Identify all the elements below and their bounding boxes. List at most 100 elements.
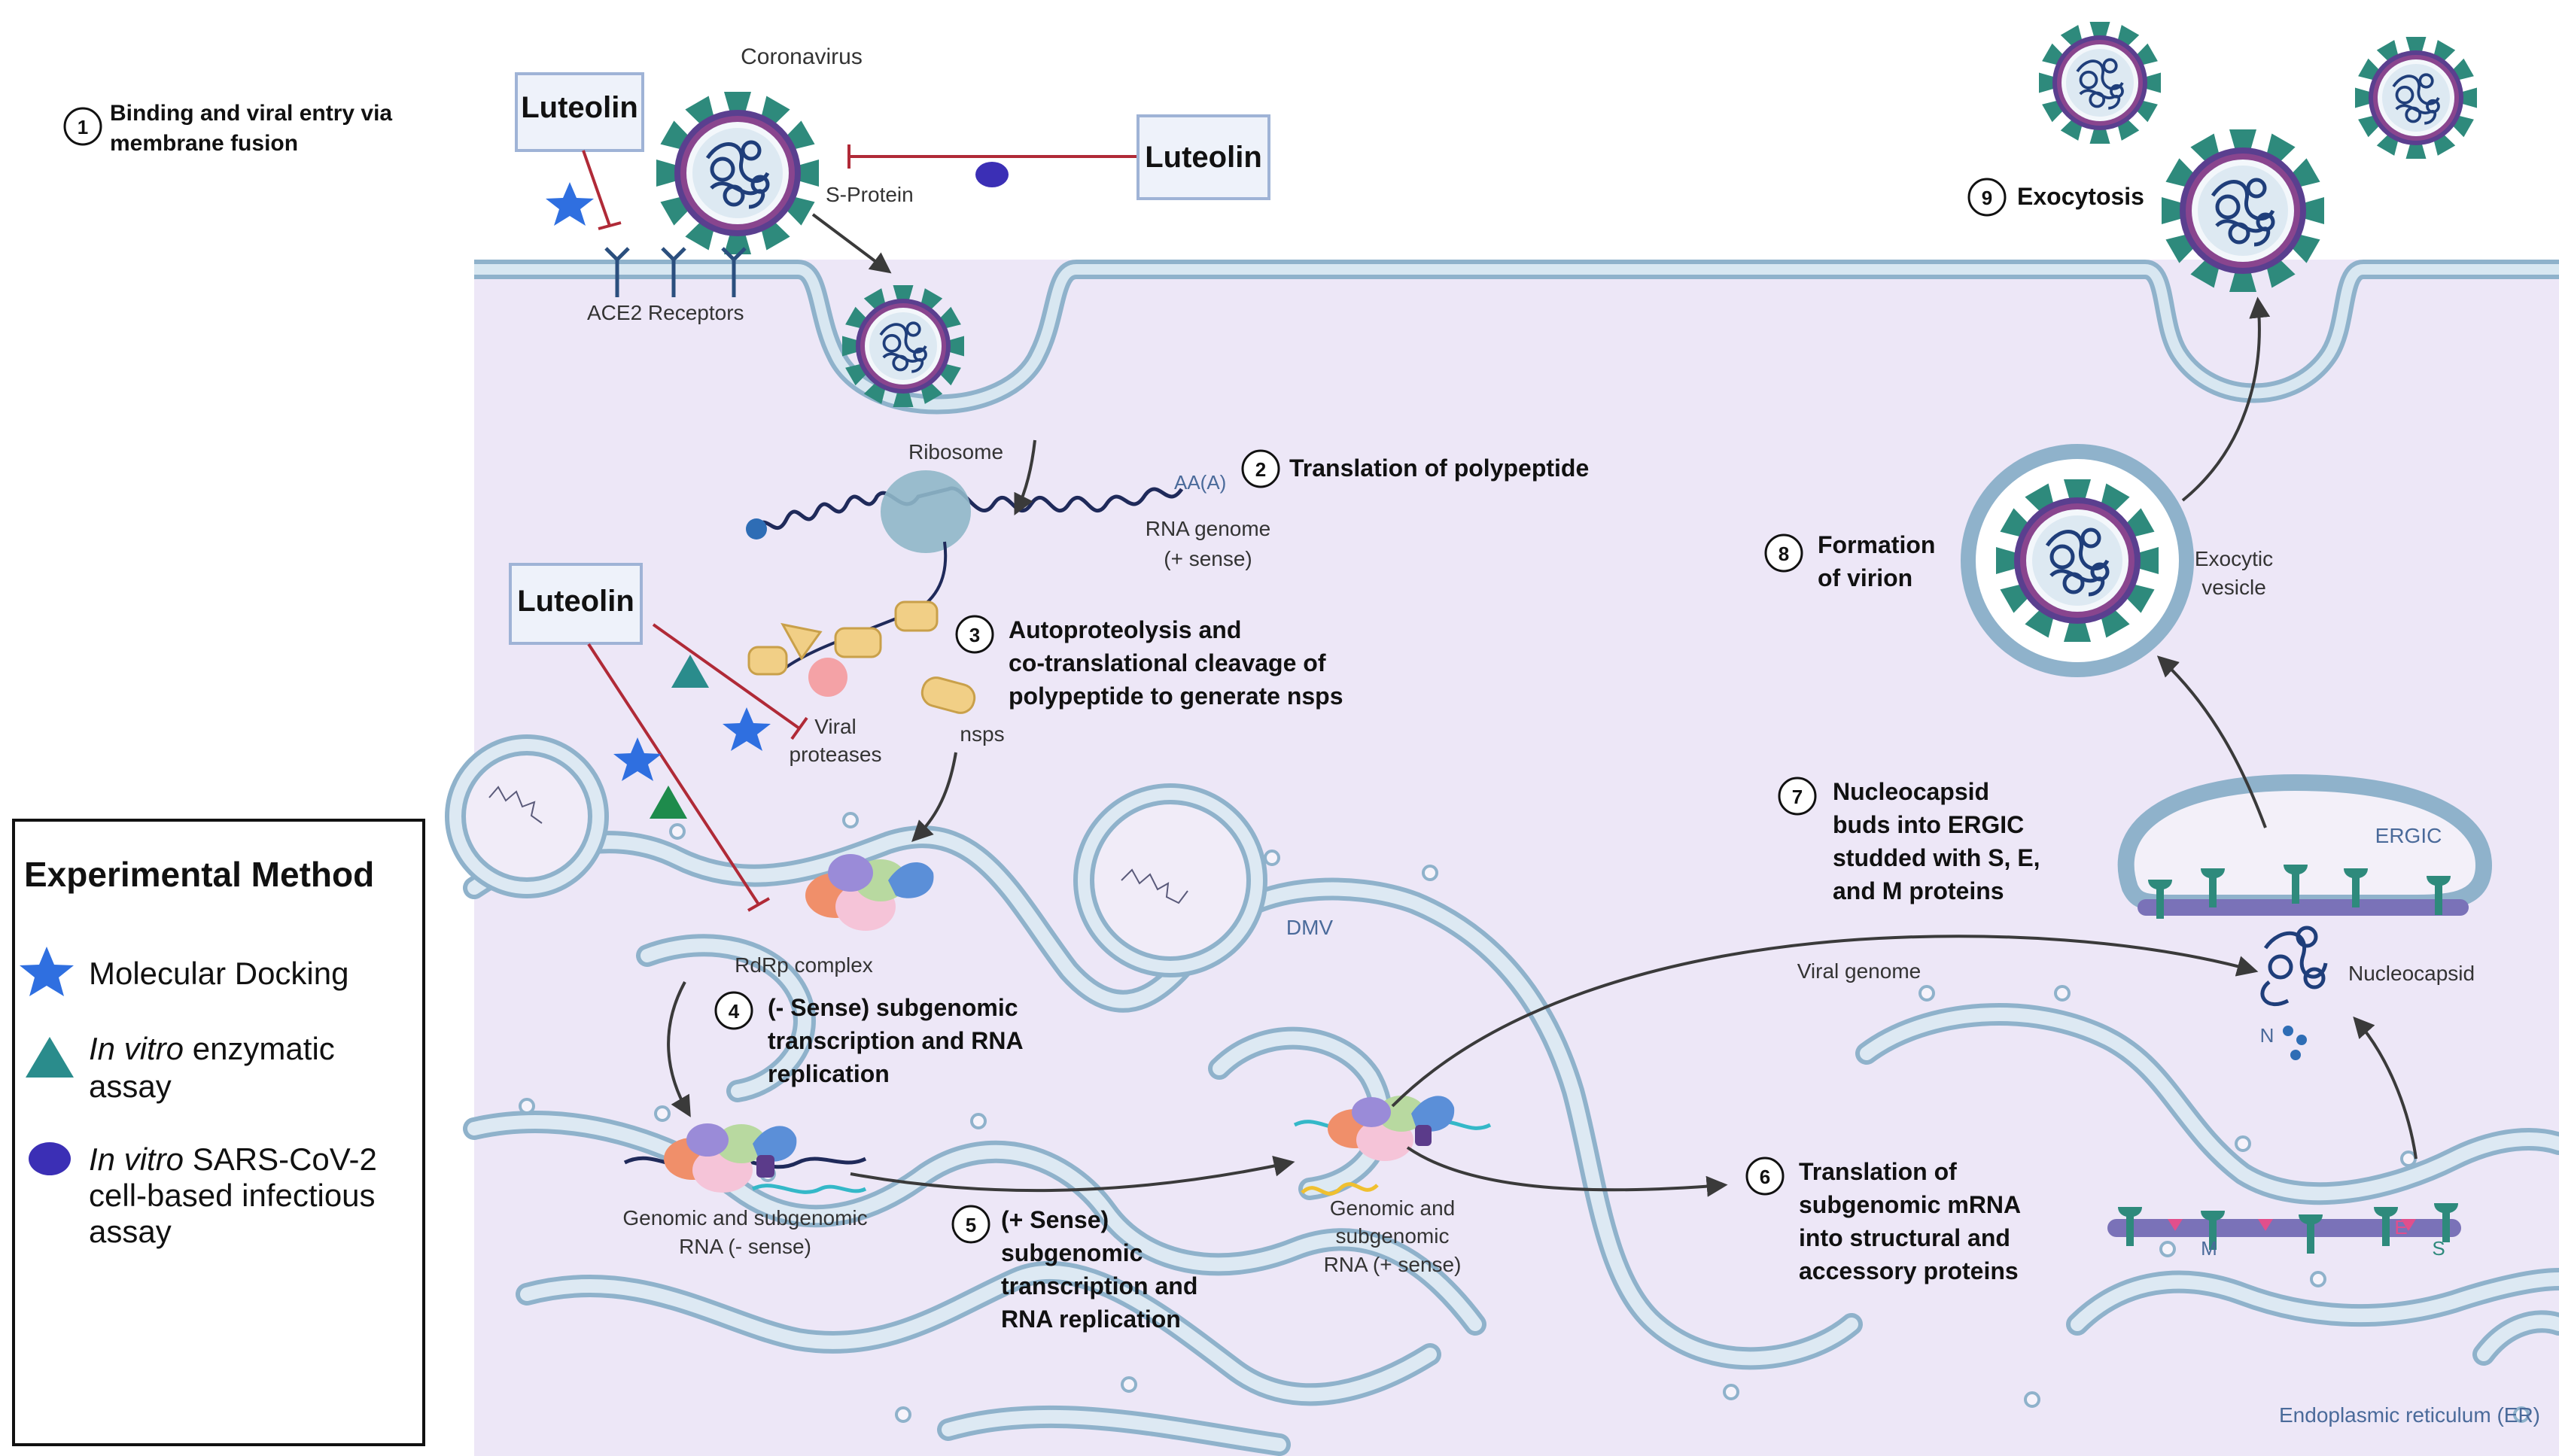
viral-proteases-label-2: proteases — [790, 743, 882, 766]
n-protein-dots — [2283, 1026, 2307, 1060]
s-label: S — [2432, 1237, 2445, 1260]
svg-text:(+ Sense): (+ Sense) — [1001, 1206, 1109, 1233]
rdrp-complex — [805, 854, 934, 931]
legend-item-enzymatic: In vitro enzymatic assay — [26, 1031, 335, 1104]
legend-ellipse-icon — [29, 1142, 71, 1175]
svg-text:studded with S, E,: studded with S, E, — [1833, 844, 2040, 871]
legend-triangle-icon — [26, 1037, 74, 1078]
genomic-minus-label-1: Genomic and subgenomic — [622, 1206, 867, 1230]
docking-star-2 — [723, 707, 771, 751]
svg-text:of virion: of virion — [1818, 564, 1912, 591]
rna-genome-label-1: RNA genome — [1146, 517, 1271, 540]
inhibition-lines — [582, 144, 1136, 912]
er-label: Endoplasmic reticulum (ER) — [2279, 1403, 2540, 1427]
rdrp-complex-plus — [1293, 1096, 1492, 1196]
svg-text:cell-based infectious: cell-based infectious — [89, 1178, 376, 1213]
svg-text:assay: assay — [89, 1214, 172, 1249]
aaa-label: AA(A) — [1174, 471, 1226, 494]
genomic-plus-label-2: subgenomic — [1336, 1224, 1450, 1248]
nucleocapsid — [2260, 926, 2328, 1007]
rna-genome-label-2: (+ sense) — [1164, 547, 1252, 570]
step-1: 1 Binding and viral entry via membrane f… — [63, 101, 392, 156]
ace2-receptors — [604, 247, 747, 297]
ace2-label: ACE2 Receptors — [587, 301, 744, 324]
genomic-minus-label-2: RNA (- sense) — [679, 1235, 811, 1258]
genomic-plus-label-3: RNA (+ sense) — [1324, 1253, 1462, 1276]
n-label: N — [2260, 1024, 2274, 1047]
virus-released-2 — [2354, 35, 2478, 160]
svg-text:membrane fusion: membrane fusion — [110, 131, 298, 156]
svg-text:9: 9 — [1982, 187, 1992, 209]
svg-text:Nucleocapsid: Nucleocapsid — [1833, 778, 1989, 805]
cell-assay-ellipse-1 — [975, 162, 1009, 187]
svg-text:Binding and viral entry via: Binding and viral entry via — [110, 101, 392, 126]
svg-text:transcription and RNA: transcription and RNA — [768, 1027, 1024, 1054]
svg-text:Molecular Docking: Molecular Docking — [89, 956, 348, 991]
polyprotein-nsps — [747, 600, 976, 714]
viral-proteases-label-1: Viral — [814, 715, 857, 738]
svg-text:replication: replication — [768, 1060, 890, 1087]
svg-text:Translation of polypeptide: Translation of polypeptide — [1289, 454, 1589, 482]
structural-proteins-er — [2107, 1203, 2461, 1254]
svg-text:polypeptide to generate nsps: polypeptide to generate nsps — [1009, 682, 1343, 710]
step-6: 6 Translation of subgenomic mRNA into st… — [1745, 1157, 2021, 1284]
svg-text:Formation: Formation — [1818, 531, 1935, 558]
ergic — [2117, 774, 2493, 919]
step-3: 3 Autoproteolysis and co-translational c… — [955, 615, 1343, 710]
svg-text:buds into ERGIC: buds into ERGIC — [1833, 811, 2024, 838]
svg-text:accessory proteins: accessory proteins — [1799, 1257, 2019, 1284]
genomic-plus-label-1: Genomic and — [1330, 1196, 1456, 1220]
svg-text:3: 3 — [969, 624, 980, 646]
nucleocapsid-label: Nucleocapsid — [2348, 962, 2475, 985]
exocytic-vesicle-label-1: Exocytic — [2195, 547, 2273, 570]
coronavirus-label: Coronavirus — [741, 44, 863, 69]
svg-text:5: 5 — [966, 1214, 976, 1236]
svg-text:subgenomic: subgenomic — [1001, 1239, 1143, 1266]
luteolin-box-3: Luteolin — [509, 563, 643, 645]
ribosome — [881, 470, 971, 553]
step-4: 4 (- Sense) subgenomic transcription and… — [714, 991, 1024, 1087]
dmv-label: DMV — [1286, 916, 1334, 939]
svg-text:Exocytosis: Exocytosis — [2017, 183, 2144, 210]
legend-star-icon — [20, 947, 74, 996]
luteolin-label-3: Luteolin — [517, 585, 634, 618]
viral-protease — [808, 658, 847, 697]
e-label: E — [2394, 1216, 2407, 1239]
svg-text:co-translational cleavage of: co-translational cleavage of — [1009, 649, 1326, 676]
step-7: 7 Nucleocapsid buds into ERGIC studded w… — [1778, 777, 2040, 904]
svg-text:Translation of: Translation of — [1799, 1158, 1957, 1185]
legend-title: Experimental Method — [24, 855, 374, 894]
luteolin-box-1: Luteolin — [515, 72, 644, 152]
docking-star-1 — [546, 182, 594, 226]
svg-text:and M proteins: and M proteins — [1833, 877, 2004, 904]
svg-text:transcription and: transcription and — [1001, 1272, 1197, 1299]
step-9: 9 Exocytosis — [1967, 178, 2144, 217]
svg-text:(- Sense) subgenomic: (- Sense) subgenomic — [768, 994, 1018, 1021]
svg-text:2: 2 — [1255, 458, 1266, 481]
svg-text:Autoproteolysis and: Autoproteolysis and — [1009, 616, 1241, 643]
virus-released-1 — [2037, 20, 2162, 145]
svg-text:4: 4 — [729, 1000, 740, 1023]
m-label: M — [2201, 1237, 2217, 1260]
luteolin-label-1: Luteolin — [521, 91, 638, 124]
svg-text:In vitro SARS-CoV-2: In vitro SARS-CoV-2 — [89, 1141, 377, 1177]
svg-text:into structural and: into structural and — [1799, 1224, 2010, 1251]
enzymatic-triangle-2 — [650, 786, 687, 819]
ergic-proteins — [2138, 865, 2469, 919]
svg-text:1: 1 — [78, 116, 88, 138]
ergic-label: ERGIC — [2375, 824, 2442, 847]
rdrp-label: RdRp complex — [735, 953, 873, 977]
ribosome-label: Ribosome — [908, 440, 1003, 464]
step-5: 5 (+ Sense) subgenomic transcription and… — [951, 1205, 1197, 1333]
exocytic-vesicle-label-2: vesicle — [2201, 576, 2266, 599]
legend: Experimental Method Molecular Docking In… — [12, 819, 425, 1446]
coronavirus-outside — [656, 92, 819, 254]
svg-text:7: 7 — [1792, 786, 1803, 808]
docking-star-3 — [613, 737, 662, 781]
rna-genome — [746, 470, 1184, 611]
svg-text:subgenomic mRNA: subgenomic mRNA — [1799, 1191, 2021, 1218]
svg-text:8: 8 — [1779, 543, 1789, 565]
enzymatic-triangle-1 — [671, 655, 709, 688]
svg-text:In vitro enzymatic: In vitro enzymatic — [89, 1031, 335, 1066]
